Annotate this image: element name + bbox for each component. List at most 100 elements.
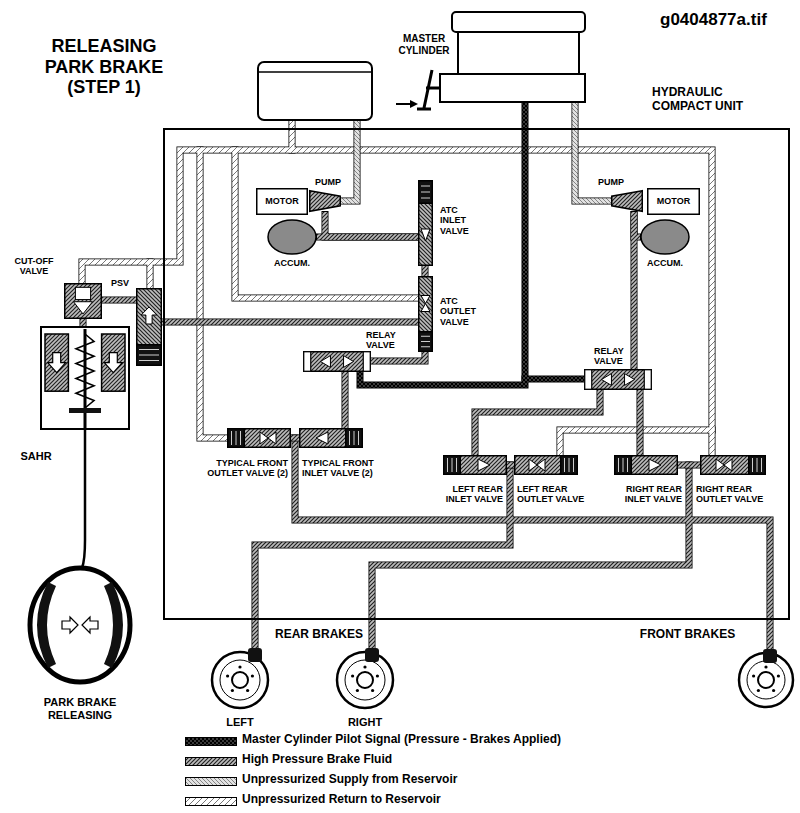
valve-cap <box>585 370 592 390</box>
valve-arrow <box>74 302 93 314</box>
disc-bolt <box>777 674 780 677</box>
accumulator-symbol <box>640 219 690 255</box>
part-label: SAHR <box>14 450 58 463</box>
valve-arrow <box>724 459 732 471</box>
valve-cap <box>644 370 651 390</box>
pilot-lines <box>360 102 584 385</box>
valve-coil <box>228 429 245 448</box>
solenoid-valve: ATC INLET VALVE <box>418 180 433 266</box>
coil-winding <box>139 349 159 350</box>
pedal-arrow <box>396 103 410 105</box>
legend-swatch-fill <box>186 798 237 806</box>
file-name: g0404877a.tif <box>660 10 790 30</box>
legend-row: Master Cylinder Pilot Signal (Pressure -… <box>185 733 794 751</box>
disc-bolt <box>356 689 359 692</box>
valve-spool <box>75 287 90 299</box>
reservoir-lid <box>452 12 585 32</box>
accumulator-body <box>268 220 316 254</box>
legend-row: High Pressure Brake Fluid <box>185 753 794 771</box>
valve-body <box>444 456 507 475</box>
cylinder-body <box>440 74 585 102</box>
hydraulic-line <box>325 212 418 237</box>
valve-body <box>300 429 363 448</box>
coil-winding <box>569 458 570 472</box>
pilot-line <box>360 102 525 385</box>
pump-symbol: PUMP <box>611 190 643 212</box>
valve-arrow <box>421 296 430 304</box>
part-label: PSV <box>106 278 134 288</box>
solenoid-valve: LEFT REAR OUTLET VALVE <box>514 455 578 475</box>
valve-body <box>419 277 433 352</box>
part-label: ATC INLET VALVE <box>440 205 482 236</box>
brake-line <box>372 465 689 652</box>
part-label: TYPICAL FRONT OUTLET VALVE (2) <box>198 458 288 479</box>
part-label: ACCUM. <box>644 258 686 268</box>
supply-line <box>341 120 357 201</box>
pump-body <box>310 191 341 212</box>
spring-applied-hydraulic-release: SAHR <box>40 326 130 430</box>
part-label: ACCUM. <box>271 258 313 268</box>
legend-swatch <box>185 757 237 767</box>
part-label: PUMP <box>312 177 344 187</box>
return-line <box>560 430 712 455</box>
coil-winding <box>240 431 241 445</box>
coil-winding <box>564 458 565 472</box>
group-label: REAR BRAKES <box>270 628 368 642</box>
valve-coil <box>444 456 461 475</box>
valve-arrow <box>344 356 354 368</box>
valve-arrow <box>478 459 490 471</box>
hydraulic-line <box>678 463 700 468</box>
part-label: RELAY VALVE <box>366 330 398 351</box>
hydraulic-line <box>634 212 640 237</box>
disc-bolt <box>772 689 775 692</box>
hydraulic-line <box>317 235 418 240</box>
part-label: ATC OUTLET VALVE <box>440 296 482 327</box>
disc-hub <box>232 672 248 688</box>
pilot-line <box>525 377 584 382</box>
motor-outline <box>257 189 308 215</box>
accumulator: ACCUM. <box>640 219 690 255</box>
housing-box: HYDRAULIC COMPACT UNITMOTORPUMPACCUM.ATC… <box>163 128 790 620</box>
valve-body <box>65 284 102 319</box>
hydraulic-line <box>102 298 136 303</box>
part-label: RIGHT REAR INLET VALVE <box>615 484 682 505</box>
valve-cap <box>363 352 370 372</box>
disc-ring <box>345 660 385 700</box>
valve-arrow <box>537 459 545 471</box>
park-brake-drum <box>30 568 130 682</box>
sahr-housing <box>41 327 129 429</box>
solenoid-valve-symbol <box>299 428 363 448</box>
box-label: MOTOR <box>256 188 308 215</box>
coil-winding <box>236 431 237 445</box>
force-arrow <box>104 353 122 373</box>
part-label: RIGHT REAR OUTLET VALVE <box>696 484 768 505</box>
part-label: HYDRAULIC COMPACT UNIT <box>652 86 764 114</box>
valve-arrow <box>260 432 268 444</box>
pressure-chamber <box>102 334 125 391</box>
coil-winding <box>421 198 430 199</box>
brake-pedal <box>417 70 432 109</box>
valve-coil <box>419 332 433 352</box>
return-line <box>82 150 712 455</box>
pump-symbol: PUMP <box>309 190 341 212</box>
force-arrow <box>48 353 66 373</box>
solenoid-valve-symbol <box>514 455 578 475</box>
coil-winding <box>618 458 619 472</box>
park-brake-cable <box>82 430 85 568</box>
disc-bolt <box>226 674 229 677</box>
return-line <box>148 262 153 288</box>
valve-body <box>137 289 162 366</box>
brake-shoe <box>104 582 123 668</box>
disc-rim <box>337 652 393 708</box>
solenoid-valve-symbol <box>443 455 507 475</box>
accumulator: ACCUM. <box>267 219 317 255</box>
legend-text: High Pressure Brake Fluid <box>242 753 392 767</box>
disc-ring <box>220 660 260 700</box>
disc-bolt <box>757 689 760 692</box>
coil-winding <box>421 192 430 193</box>
valve-body <box>304 352 371 372</box>
part-label: TYPICAL FRONT INLET VALVE (2) <box>302 458 392 479</box>
valve-body <box>701 456 766 475</box>
coil-winding <box>139 355 159 356</box>
disc-bolt <box>376 674 379 677</box>
